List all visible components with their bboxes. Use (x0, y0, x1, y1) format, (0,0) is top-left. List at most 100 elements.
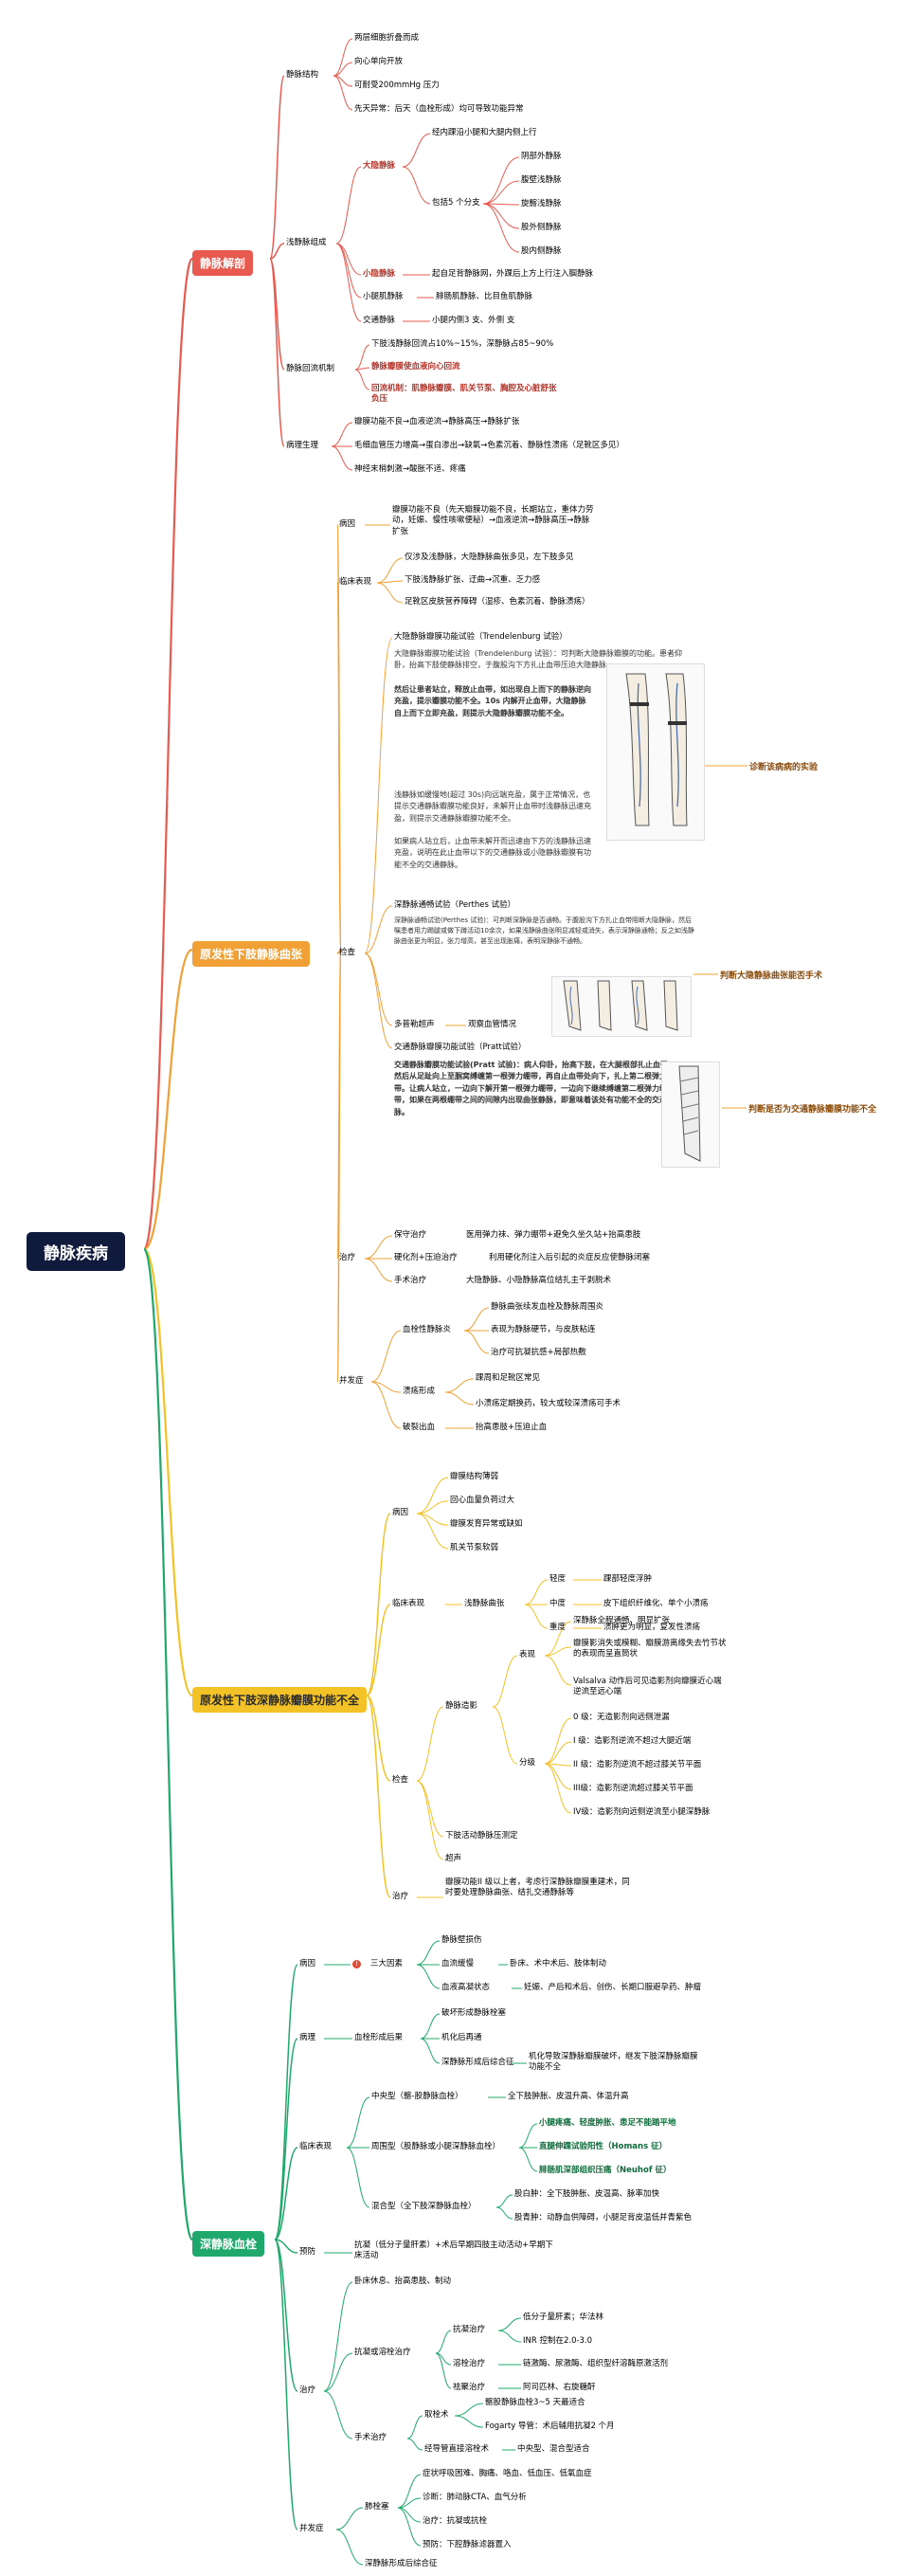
root-node[interactable]: 静脉疾病 (27, 1232, 125, 1271)
patho-item: 毛细血管压力增高→蛋白渗出→缺氧→色素沉着、静脉性溃疡（足靴区多见） (354, 441, 624, 450)
treatment-key[interactable]: 保守治疗 (394, 1230, 427, 1240)
valve-exam-other[interactable]: 超声 (445, 1854, 462, 1863)
section-deep-valve[interactable]: 原发性下肢深静脉瓣膜功能不全 (192, 1687, 368, 1713)
anatomy-return[interactable]: 静脉回流机制 (286, 364, 335, 373)
thrombolysis-node[interactable]: 溶栓治疗 (453, 2359, 486, 2368)
patho-head[interactable]: 血栓形成后果 (354, 2033, 404, 2042)
dvt-patho[interactable]: 病理 (299, 2033, 316, 2042)
ulcer-node[interactable]: 溃疡形成 (403, 1387, 436, 1396)
perforator-desc: 小腿内侧3 支、外侧 支 (432, 316, 515, 325)
valve-treatment[interactable]: 治疗 (392, 1892, 409, 1901)
connector-line (370, 1381, 402, 1393)
severity-key[interactable]: 轻度 (549, 1574, 567, 1584)
venography-show[interactable]: 表现 (519, 1650, 536, 1660)
primary-cause[interactable]: 病因 (339, 519, 356, 529)
antic-node[interactable]: 抗凝或溶栓治疗 (354, 2348, 411, 2357)
anticoag-item: INR 控制在2.0-3.0 (523, 2336, 593, 2346)
connector-line (346, 2147, 370, 2208)
treatment-key[interactable]: 手术治疗 (394, 1276, 427, 1285)
factor-key[interactable]: 血流缓慢 (441, 1959, 475, 1968)
anatomy-structure[interactable]: 静脉结构 (286, 70, 319, 80)
connector-line (364, 952, 393, 1049)
connector-line (364, 1258, 393, 1282)
treatment-value: 利用硬化剂注入后引起的炎症反应使静脉闭塞 (489, 1253, 651, 1262)
thrombophlebitis-node[interactable]: 血栓性静脉炎 (403, 1325, 452, 1334)
dvt-treatment[interactable]: 治疗 (299, 2386, 316, 2395)
calf-node[interactable]: 小腿肌静脉 (363, 292, 404, 301)
connector-line (416, 1940, 441, 1966)
connector-line (397, 2474, 422, 2509)
dvt-prevent[interactable]: 预防 (299, 2247, 316, 2257)
anatomy-patho[interactable]: 病理生理 (286, 441, 319, 450)
perthes-title[interactable]: 深静脉通畅试验（Perthes 试验） (394, 900, 516, 910)
section-dvt[interactable]: 深静脉血栓 (192, 2231, 265, 2257)
valve-exam[interactable]: 检查 (392, 1775, 409, 1785)
treatment-key[interactable]: 硬化剂+压迫治疗 (394, 1253, 458, 1262)
venography-grade[interactable]: 分级 (519, 1758, 536, 1768)
grade-item: 0 级：无造影剂向远侧泄漏 (573, 1713, 670, 1722)
cdt-node[interactable]: 经导管直接溶栓术 (424, 2444, 490, 2454)
pratt-title[interactable]: 交通静脉瓣膜功能试验（Pratt试验） (394, 1043, 527, 1052)
primary-clinical[interactable]: 临床表现 (339, 577, 372, 587)
ssv-desc: 起自足背静脉网，外踝后上方上行注入腘静脉 (432, 269, 594, 279)
trendelenburg-title[interactable]: 大隐静脉瓣膜功能试验（Trendelenburg 试验） (394, 632, 567, 642)
connector-line (544, 1717, 572, 1765)
anticoag-item: 低分子量肝素；华法林 (523, 2313, 604, 2322)
treatment-value: 医用弹力袜、弹力绷带+避免久坐久站+抬高患肢 (466, 1230, 641, 1240)
surgery-node[interactable]: 手术治疗 (354, 2433, 387, 2442)
thrombectomy-item: Fogarty 导管：术后辅用抗凝2 个月 (485, 2422, 615, 2431)
connector-line (482, 180, 520, 205)
doppler-node[interactable]: 多普勒超声 (394, 1020, 435, 1029)
valve-clinical[interactable]: 临床表现 (392, 1599, 425, 1608)
venography-node[interactable]: 静脉造影 (445, 1701, 478, 1711)
bleed-node[interactable]: 破裂出血 (403, 1423, 436, 1432)
peripheral-type[interactable]: 周围型（股静脉或小腿深静脉血栓） (371, 2142, 501, 2151)
connector-line (269, 258, 285, 447)
pe-node[interactable]: 肺栓塞 (365, 2502, 389, 2512)
primary-exam[interactable]: 检查 (339, 948, 356, 957)
connector-line (416, 1964, 441, 1989)
connector-line (269, 243, 285, 260)
connector-line (435, 2330, 452, 2354)
central-type[interactable]: 中央型（髂-股静脉血栓） (371, 2092, 463, 2101)
section-primary-varicose[interactable]: 原发性下肢静脉曲张 (192, 941, 311, 967)
factor-key[interactable]: 血液高凝状态 (441, 1983, 491, 1992)
three-factors[interactable]: 三大因素 (370, 1959, 404, 1968)
dvt-cause[interactable]: 病因 (299, 1959, 316, 1968)
connector-line (331, 445, 353, 471)
severity-key[interactable]: 中度 (549, 1599, 567, 1608)
gsv-branch: 阴部外静脉 (521, 152, 562, 161)
gsv-node[interactable]: 大隐静脉 (363, 161, 396, 171)
factor-key[interactable]: 静脉壁损伤 (441, 1935, 482, 1945)
dvt-complication[interactable]: 并发症 (299, 2524, 324, 2533)
connector-line (402, 166, 431, 205)
valve-clinical-sub[interactable]: 浅静脉曲张 (464, 1599, 505, 1608)
primary-complication[interactable]: 并发症 (339, 1376, 364, 1386)
severity-key[interactable]: 重度 (549, 1623, 567, 1632)
ssv-node[interactable]: 小隐静脉 (363, 269, 396, 279)
dvt-clinical[interactable]: 临床表现 (299, 2142, 333, 2151)
connector-line (336, 949, 342, 954)
perforator-node[interactable]: 交通静脉 (363, 316, 396, 325)
anatomy-superficial[interactable]: 浅静脉组成 (286, 238, 327, 247)
pts-node[interactable]: 深静脉形成后综合征 (365, 2559, 438, 2568)
anticoag-node[interactable]: 抗凝治疗 (453, 2325, 486, 2334)
antiplatelet-node[interactable]: 祛聚治疗 (453, 2383, 486, 2392)
thrombolysis-desc: 链激酶、尿激酶、组织型纤溶酶原激活剂 (523, 2359, 669, 2368)
valve-exam-other[interactable]: 下肢活动静脉压测定 (445, 1831, 518, 1841)
gsv-branches[interactable]: 包括5 个分支 (432, 198, 480, 208)
connector-line (142, 1247, 194, 1697)
primary-treatment[interactable]: 治疗 (339, 1253, 356, 1262)
mixed-type[interactable]: 混合型（全下肢深静脉血栓） (371, 2202, 477, 2211)
connector-line (336, 949, 342, 1383)
return-item: 下肢浅静脉回流占10%~15%，深静脉占85~90% (371, 339, 554, 349)
connector-line (323, 2390, 353, 2440)
rest-node[interactable]: 卧床休息、抬高患肢、制动 (354, 2277, 452, 2286)
section-anatomy[interactable]: 静脉解剖 (192, 250, 254, 276)
pratt-purpose: 判断是否为交通静脉瓣膜功能不全 (748, 1105, 877, 1115)
connector-line (370, 1381, 402, 1429)
ulcer-item: 踝周和足靴区常见 (476, 1373, 541, 1383)
thrombectomy-node[interactable]: 取栓术 (424, 2410, 449, 2420)
valve-cause[interactable]: 病因 (392, 1508, 409, 1517)
dvt-patho-extra: 机化导致深静脉瓣膜破坏，继发下肢深静脉瓣膜功能不全 (529, 2052, 698, 2073)
